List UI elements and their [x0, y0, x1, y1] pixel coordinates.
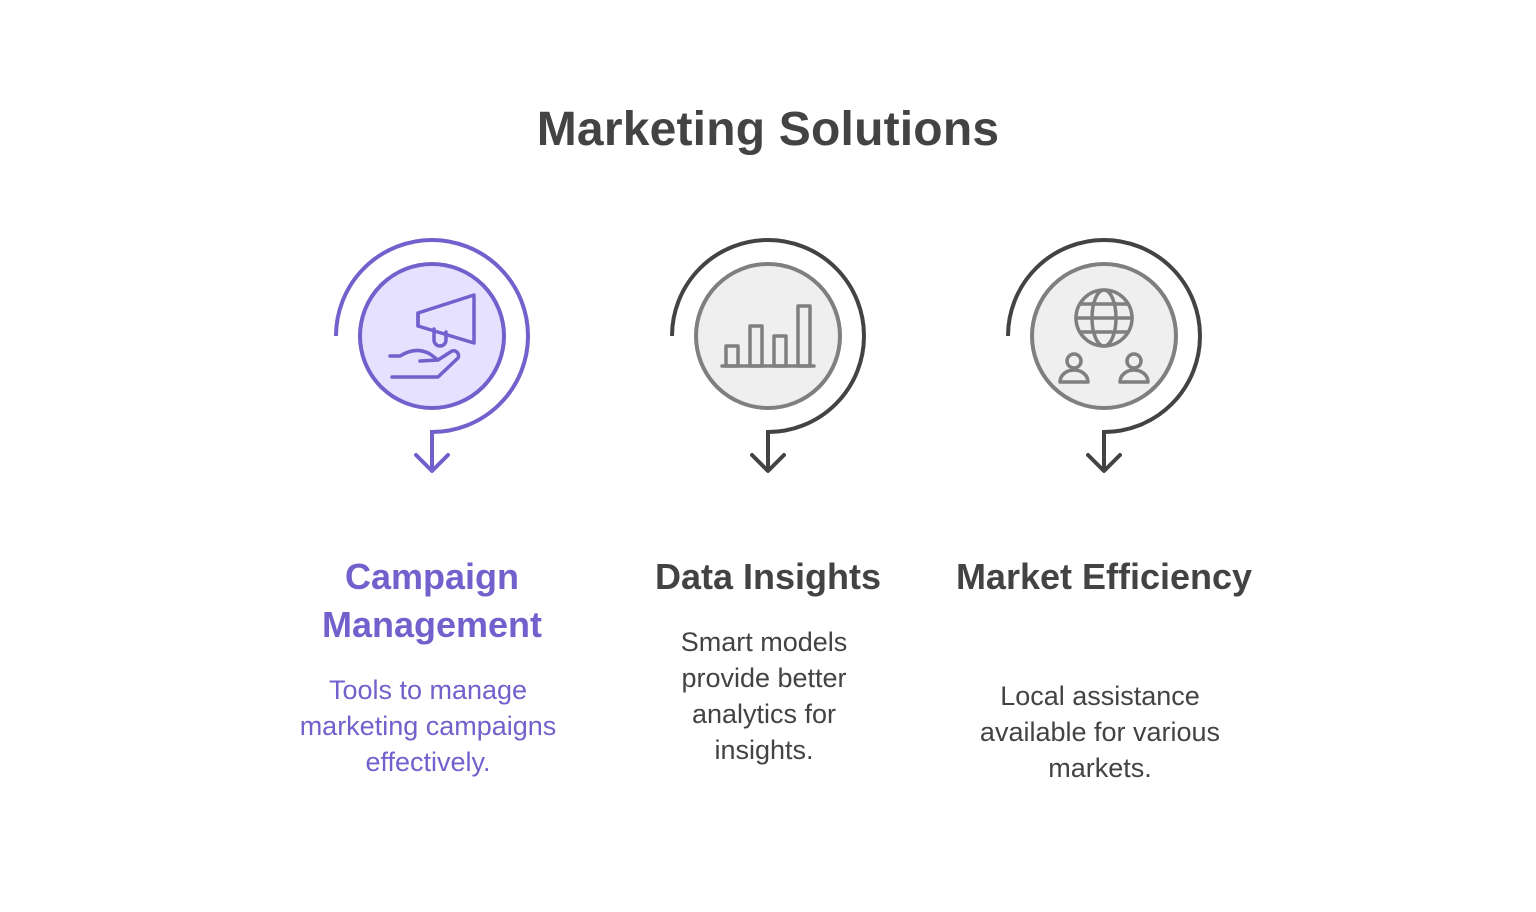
globe-people-icon [1058, 288, 1150, 384]
icon-circle [358, 262, 506, 410]
bar-chart-icon [720, 304, 816, 368]
step-description-campaign-management: Tools to manage marketing campaigns effe… [299, 675, 557, 777]
arrow-head-icon [750, 453, 786, 473]
circular-arrow [670, 238, 866, 470]
step-description-data-insights: Smart models provide better analytics fo… [680, 627, 848, 765]
circular-arrow [1006, 238, 1202, 470]
step-market-efficiency [1006, 238, 1202, 473]
megaphone-hand-icon [388, 293, 476, 379]
step-data-insights [670, 238, 866, 473]
circular-arrow [334, 238, 530, 470]
page-title: Marketing Solutions [536, 103, 1000, 156]
step-heading-data-insights: Data Insights [654, 556, 882, 597]
step-heading-market-efficiency: Market Efficiency [955, 556, 1253, 597]
icon-circle [694, 262, 842, 410]
step-description-market-efficiency: Local assistance available for various m… [979, 681, 1221, 783]
icon-circle [1030, 262, 1178, 410]
step-campaign-management [334, 238, 530, 473]
arrow-head-icon [1086, 453, 1122, 473]
step-heading-campaign-management: Campaign Management [321, 556, 543, 645]
arrow-head-icon [414, 453, 450, 473]
